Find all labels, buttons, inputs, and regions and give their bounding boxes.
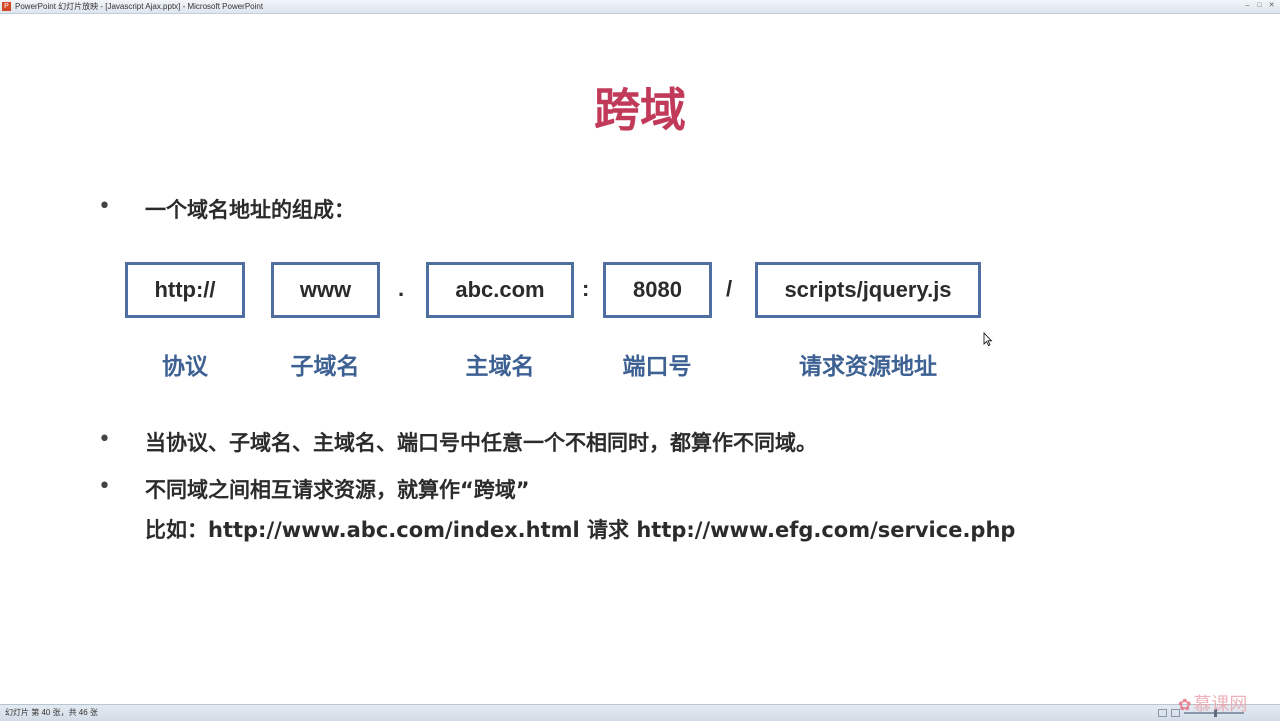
slide-sorter-icon[interactable]: [1171, 709, 1180, 717]
bullet-different-domain: 当协议、子域名、主域名、端口号中任意一个不相同时，都算作不同域。: [145, 431, 817, 455]
slide-title: 跨域: [594, 83, 686, 137]
flame-icon: ✿: [1178, 695, 1192, 714]
zoom-controls: [1158, 709, 1244, 717]
subdomain-box: www: [271, 262, 380, 318]
mouse-cursor-icon: [983, 332, 993, 346]
slide-counter: 幻灯片 第 40 张，共 46 张: [5, 708, 98, 717]
status-bar: 幻灯片 第 40 张，共 46 张: [0, 704, 1280, 721]
example-line: 比如：http://www.abc.com/index.html 请求 http…: [145, 518, 1016, 542]
watermark-text: 慕课网: [1193, 694, 1248, 715]
resource-label: 请求资源地址: [799, 354, 937, 380]
zoom-slider-thumb[interactable]: [1214, 709, 1217, 717]
protocol-label: 协议: [162, 354, 208, 380]
zoom-slider[interactable]: [1184, 709, 1244, 717]
minimize-icon[interactable]: –: [1245, 2, 1250, 9]
protocol-box: http://: [125, 262, 245, 318]
subdomain-label: 子域名: [290, 354, 360, 380]
bullet-cross-domain: 不同域之间相互请求资源，就算作“跨域”: [145, 478, 530, 502]
colon-separator: :: [582, 276, 590, 301]
bullet-marker-3: •: [98, 474, 111, 499]
window-title: PowerPoint 幻灯片放映 - [Javascript Ajax.pptx…: [15, 2, 264, 11]
slash-separator: /: [726, 276, 733, 301]
window-title-bar: P PowerPoint 幻灯片放映 - [Javascript Ajax.pp…: [0, 0, 1280, 14]
port-box: 8080: [603, 262, 712, 318]
maximize-icon[interactable]: □: [1257, 2, 1262, 9]
close-icon[interactable]: ✕: [1268, 2, 1275, 9]
domain-box: abc.com: [426, 262, 574, 318]
bullet-marker-1: •: [98, 194, 111, 219]
slide-canvas: 跨域 • 一个域名地址的组成： http:// www . abc.com : …: [0, 14, 1280, 704]
bullet-marker-2: •: [98, 427, 111, 452]
dot-separator: .: [398, 276, 405, 301]
powerpoint-icon: P: [2, 2, 11, 11]
port-label: 端口号: [622, 354, 692, 380]
bullet-domain-composition: 一个域名地址的组成：: [145, 198, 355, 222]
resource-box: scripts/jquery.js: [755, 262, 981, 318]
domain-label: 主域名: [465, 354, 535, 380]
window-controls: – □ ✕: [1243, 2, 1276, 10]
watermark-logo: ✿慕课网: [1178, 690, 1247, 716]
normal-view-icon[interactable]: [1158, 709, 1167, 717]
